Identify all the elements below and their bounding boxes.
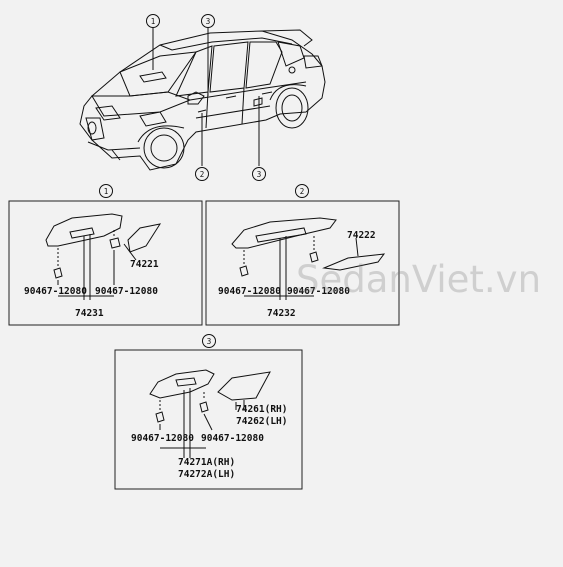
callout-circle-3b-car [252, 167, 266, 181]
panel-1-clip-right: 90467-12080 [95, 286, 158, 297]
panel-1-callout-circle [99, 184, 113, 198]
callout-2-car-label: 2 [200, 170, 205, 179]
panel-3-part-lh: 74262(LH) [236, 416, 287, 427]
car-illustration [79, 29, 326, 171]
panel-1-callout-label: 1 [104, 187, 109, 196]
panel-3-part-rh: 74261(RH) [236, 404, 287, 415]
panel-3-clip-left: 90467-12080 [131, 433, 194, 444]
panel-3-part-main-lh: 74272A(LH) [178, 469, 235, 480]
panel-2-frame [205, 200, 400, 326]
panel-3-callout-label: 3 [207, 337, 212, 346]
panel-1-part-main: 74231 [75, 308, 104, 319]
panel-1-parts [45, 213, 162, 300]
panel-3-frame [114, 349, 303, 490]
callout-circle-3-car [201, 14, 215, 28]
callout-3-car-label: 3 [206, 17, 211, 26]
panel-1-clip-left: 90467-12080 [24, 286, 87, 297]
panel-3-clip-right: 90467-12080 [201, 433, 264, 444]
panel-1-part-upper: 74221 [130, 259, 159, 270]
panel-2-parts [231, 217, 386, 300]
panel-3-parts [149, 369, 271, 458]
panel-2-callout-circle [295, 184, 309, 198]
callout-1-car-label: 1 [151, 17, 156, 26]
panel-2-callout-label: 2 [300, 187, 305, 196]
panel-2-part-upper: 74222 [347, 230, 376, 241]
panel-2-part-main: 74232 [267, 308, 296, 319]
panel-3-part-main-rh: 74271A(RH) [178, 457, 235, 468]
panel-2-clip-left: 90467-12080 [218, 286, 281, 297]
panel-2-clip-right: 90467-12080 [287, 286, 350, 297]
callout-3b-car-label: 3 [257, 170, 262, 179]
panel-3-callout-circle [202, 334, 216, 348]
callout-circle-1-car [146, 14, 160, 28]
callout-circle-2-car [195, 167, 209, 181]
panel-1-frame [8, 200, 203, 326]
